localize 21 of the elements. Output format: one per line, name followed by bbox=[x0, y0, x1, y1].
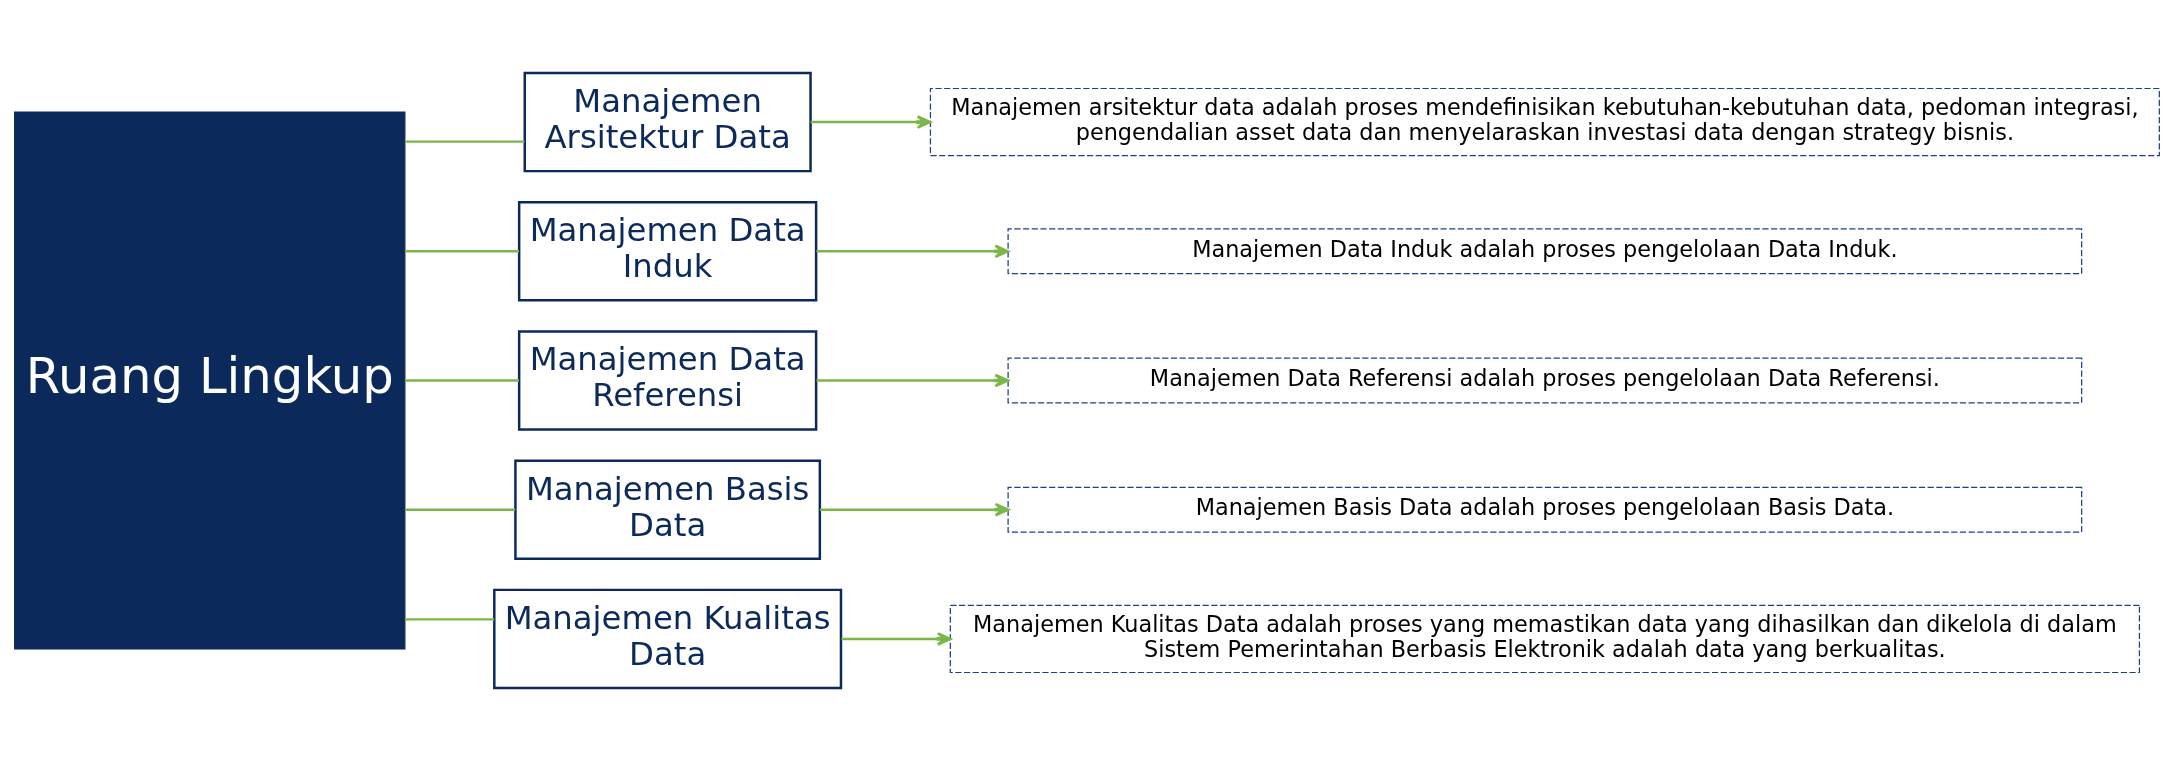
node-box: Manajemen Data Induk adalah proses pengelolaan Data Induk. bbox=[1007, 227, 2083, 274]
arrow bbox=[810, 114, 932, 129]
arrow bbox=[816, 243, 1010, 258]
node-box: Manajemen Arsitektur Data bbox=[523, 71, 812, 172]
connector bbox=[404, 507, 516, 511]
connector bbox=[404, 139, 525, 143]
connector bbox=[404, 249, 519, 253]
node-box: Manajemen Kualitas Data bbox=[493, 588, 843, 689]
node-box: Manajemen Data Induk bbox=[517, 200, 818, 302]
node-box: Manajemen arsitektur data adalah proses mendefinisikan kebutuhan-kebutuhan data, pedoman integrasi, pengendalian asset data dan menyelaraskan investasi data dengan strategy bisnis. bbox=[929, 87, 2160, 156]
node-box: Ruang Lingkup bbox=[14, 111, 406, 649]
arrow bbox=[816, 373, 1010, 387]
arrow bbox=[841, 631, 952, 646]
node-box: Manajemen Basis Data bbox=[514, 458, 822, 560]
node-box: Manajemen Data Referensi bbox=[517, 329, 818, 431]
connector bbox=[404, 378, 519, 382]
arrow bbox=[819, 502, 1010, 517]
connector bbox=[404, 617, 495, 621]
node-box: Manajemen Kualitas Data adalah proses yang memastikan data yang dihasilkan dan dikelola di dalam Sistem Pemerintahan Berbasis Elektronik adalah data yang berkualitas. bbox=[949, 604, 2141, 673]
node-box: Manajemen Data Referensi adalah proses pengelolaan Data Referensi. bbox=[1007, 357, 2083, 403]
node-box: Manajemen Basis Data adalah proses pengelolaan Basis Data. bbox=[1007, 486, 2083, 533]
